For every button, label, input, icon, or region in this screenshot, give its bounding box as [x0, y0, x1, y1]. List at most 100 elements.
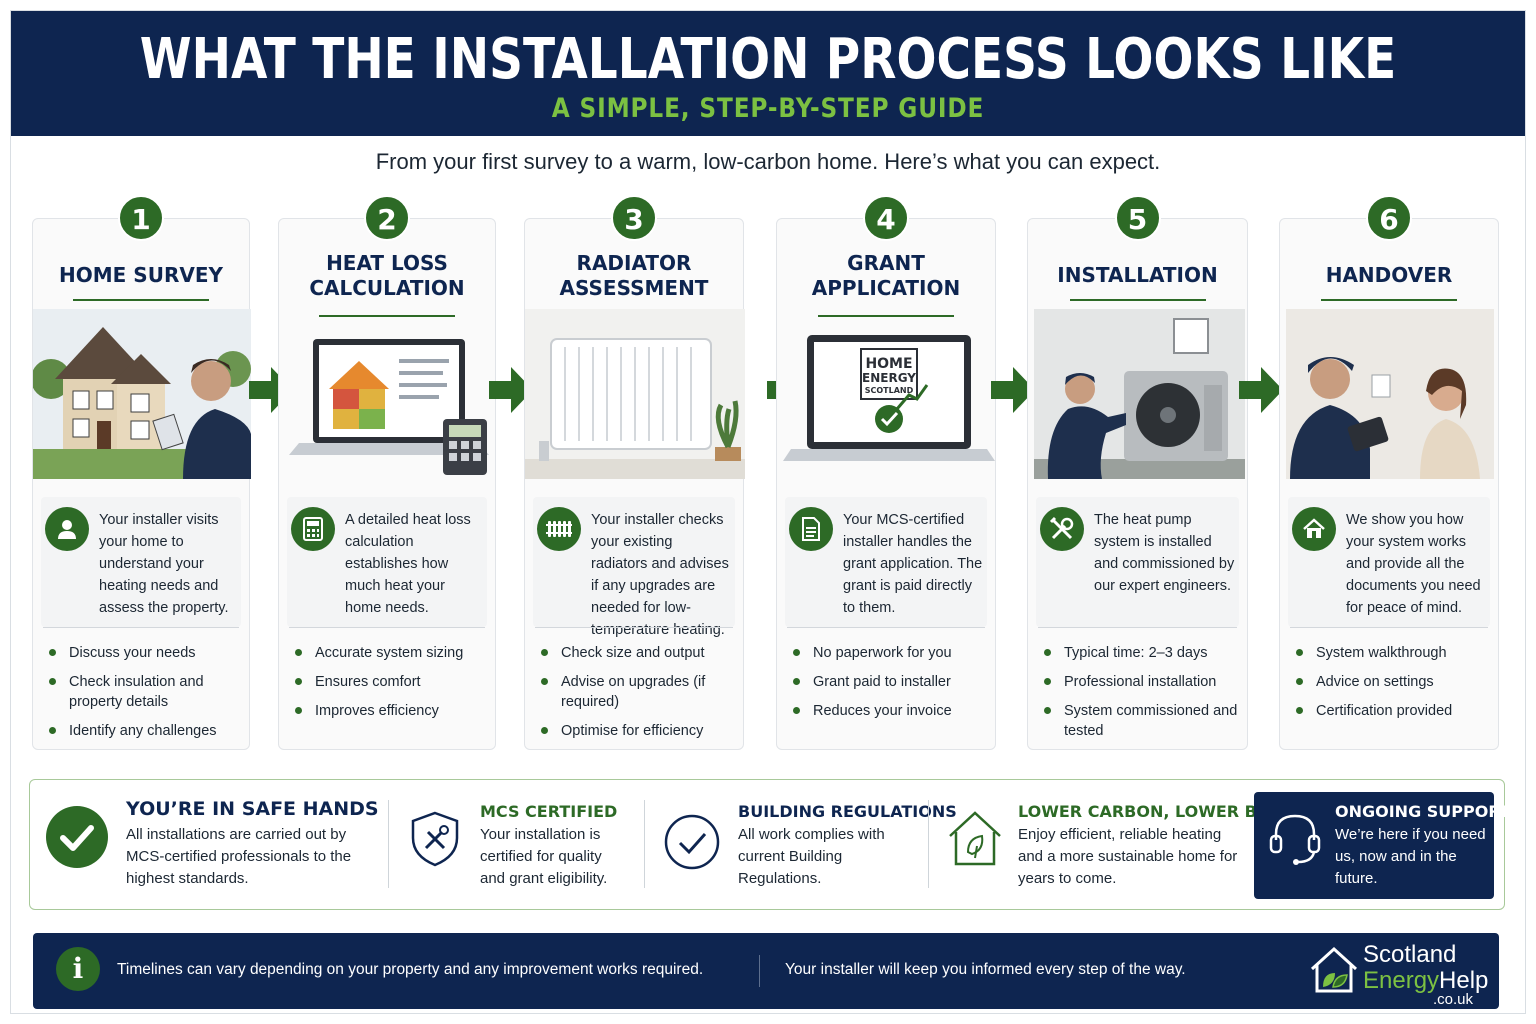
safe-hands-text: All installations are carried out by MCS… — [126, 826, 352, 887]
step-description-box: A detailed heat loss calculation establi… — [287, 497, 487, 627]
house-icon — [1292, 507, 1336, 551]
handover-illustration — [1280, 309, 1498, 479]
step-card-grant: 4 GRANT APPLICATION HOME ENERGY SCOTLAND… — [776, 195, 996, 750]
document-icon — [789, 507, 833, 551]
title-underline — [73, 299, 209, 301]
list-item: Discuss your needs — [47, 643, 243, 663]
safe-hands-title: YOU’RE IN SAFE HANDS — [126, 798, 379, 820]
footer-note-timelines: Timelines can vary depending on your pro… — [117, 961, 704, 978]
scotland-energy-help-logo: Scotland EnergyHelp .co.uk — [1309, 939, 1499, 1008]
check-circle-icon — [46, 806, 108, 868]
step-number: 2 — [364, 195, 410, 241]
radiator-illustration — [525, 309, 745, 479]
step-number: 5 — [1114, 195, 1161, 241]
list-item: Improves efficiency — [293, 701, 489, 721]
step-number: 4 — [863, 195, 909, 241]
page-subtitle: A SIMPLE, STEP-BY-STEP GUIDE — [551, 93, 985, 124]
divider — [535, 627, 733, 628]
logo-text-help: Help — [1439, 967, 1489, 994]
title-underline — [818, 315, 954, 317]
list-item: Ensures comfort — [293, 672, 489, 692]
step-bullets: No paperwork for you Grant paid to insta… — [791, 643, 989, 730]
divider — [1038, 627, 1237, 628]
mcs-title: MCS CERTIFIED — [480, 802, 618, 821]
title-underline — [1069, 299, 1206, 301]
step-description: We show you how your system works and pr… — [1346, 512, 1481, 616]
list-item: Optimise for efficiency — [539, 721, 737, 741]
logo-house-leaf-icon — [1310, 946, 1358, 993]
arrow-right-icon — [991, 367, 1035, 413]
step-description-box: The heat pump system is installed and co… — [1036, 497, 1239, 627]
step-bullets: Discuss your needs Check insulation and … — [47, 643, 243, 750]
mcs-text: Your installation is certified for quali… — [480, 826, 608, 887]
step-description: A detailed heat loss calculation establi… — [345, 512, 471, 616]
list-item: System commissioned and tested — [1042, 701, 1241, 741]
ongoing-support-panel: ONGOING SUPPORT We’re here if you need u… — [1254, 792, 1511, 899]
step-description: Your installer checks your existing radi… — [591, 512, 729, 638]
divider — [1290, 627, 1488, 628]
intro-text: From your first survey to a warm, low-ca… — [375, 149, 1161, 174]
person-icon — [45, 507, 89, 551]
heat-pump-install-illustration — [1028, 309, 1247, 479]
step-card-home-survey: 1 HOME SURVEY — [31, 195, 251, 750]
step-description: Your MCS-certified installer handles the… — [843, 512, 983, 616]
divider — [644, 800, 645, 888]
list-item: Identify any challenges — [47, 721, 243, 741]
step-card-installation: 5 INSTALLATION The heat pump system is i… — [1027, 195, 1248, 750]
laptop-grant-illustration: HOME ENERGY SCOTLAND — [777, 309, 995, 479]
step-title: RADIATOR ASSESSMENT — [559, 251, 709, 300]
logo-text-scotland: Scotland — [1363, 941, 1457, 968]
step-card-handover: 6 HANDOVER We show you how your system w… — [1279, 195, 1499, 750]
infographic-frame: WHAT THE INSTALLATION PROCESS LOOKS LIKE… — [10, 10, 1526, 1014]
step-title: HOME SURVEY — [59, 263, 223, 287]
step-description-box: Your installer visits your home to under… — [41, 497, 241, 627]
screen-logo-line-1: HOME — [865, 356, 912, 372]
page-title: WHAT THE INSTALLATION PROCESS LOOKS LIKE — [139, 27, 1397, 92]
step-number: 6 — [1366, 195, 1412, 241]
list-item: Accurate system sizing — [293, 643, 489, 663]
step-title: HEAT LOSS CALCULATION — [309, 251, 465, 300]
header-banner: WHAT THE INSTALLATION PROCESS LOOKS LIKE… — [11, 11, 1525, 136]
building-regs-title: BUILDING REGULATIONS — [738, 802, 957, 821]
screen-logo-line-3: SCOTLAND — [865, 386, 914, 395]
screen-logo-line-2: ENERGY — [862, 371, 916, 385]
eco-house-icon — [949, 811, 1001, 866]
step-number: 3 — [611, 195, 657, 241]
laptop-calculation-illustration — [279, 309, 495, 479]
step-description-box: Your MCS-certified installer handles the… — [785, 497, 987, 627]
headset-icon — [1269, 814, 1321, 865]
step-title: HANDOVER — [1325, 263, 1453, 287]
divider — [928, 800, 929, 888]
step-description-box: Your installer checks your existing radi… — [533, 497, 735, 638]
logo-text-energy-help: EnergyHelp — [1363, 967, 1488, 995]
info-icon: i — [56, 947, 100, 991]
shield-tools-icon — [411, 811, 459, 867]
lower-carbon-title: LOWER CARBON, LOWER BILLS — [1018, 802, 1295, 821]
step-card-radiator: 3 RADIATOR ASSESSMENT Your installer che… — [524, 195, 745, 750]
step-bullets: Check size and output Advise on upgrades… — [539, 643, 737, 750]
divider — [289, 627, 485, 628]
ongoing-support-title: ONGOING SUPPORT — [1335, 802, 1511, 821]
divider — [43, 627, 239, 628]
step-title: INSTALLATION — [1057, 263, 1218, 287]
arrow-right-icon — [1239, 367, 1283, 413]
house-survey-illustration — [31, 309, 251, 479]
step-bullets: Typical time: 2–3 days Professional inst… — [1042, 643, 1241, 750]
step-bullets: System walkthrough Advice on settings Ce… — [1294, 643, 1492, 730]
list-item: No paperwork for you — [791, 643, 989, 663]
list-item: Advise on upgrades (if required) — [539, 672, 737, 712]
tools-icon — [1040, 507, 1084, 551]
lower-carbon-text: Enjoy efficient, reliable heating and a … — [1018, 826, 1238, 887]
list-item: Professional installation — [1042, 672, 1241, 692]
footer-note-informed: Your installer will keep you informed ev… — [785, 961, 1186, 978]
title-underline — [319, 315, 455, 317]
trust-strip: YOU’RE IN SAFE HANDS All installations a… — [29, 779, 1511, 910]
step-bullets: Accurate system sizing Ensures comfort I… — [293, 643, 489, 730]
list-item: System walkthrough — [1294, 643, 1492, 663]
step-card-heat-loss: 2 HEAT LOSS CALCULATION — [278, 195, 496, 750]
calculator-icon — [291, 507, 335, 551]
divider — [759, 955, 760, 987]
list-item: Certification provided — [1294, 701, 1492, 721]
title-underline — [1321, 299, 1457, 301]
step-title: GRANT APPLICATION — [811, 251, 961, 300]
